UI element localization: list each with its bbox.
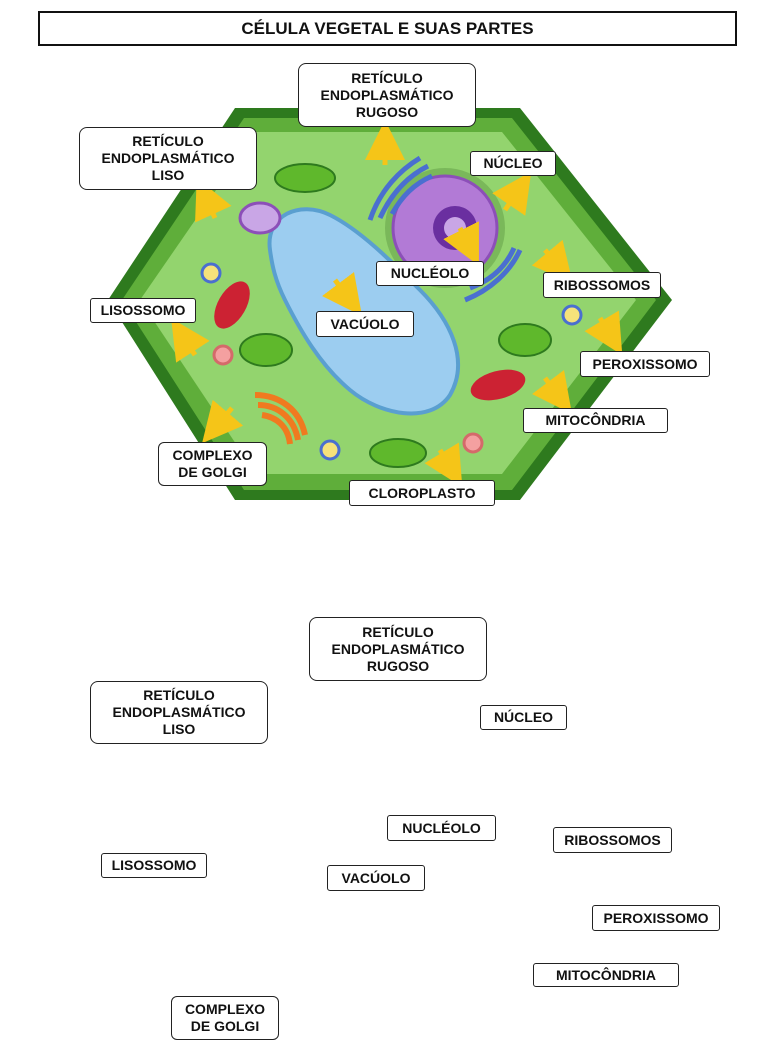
- lysosome-shape: [212, 344, 234, 366]
- label-golgi: COMPLEXO DE GOLGI: [158, 442, 267, 486]
- cutout-label-nucleus: NÚCLEO: [480, 705, 567, 730]
- cutout-label-golgi: COMPLEXO DE GOLGI: [171, 996, 279, 1040]
- label-smooth-er: RETÍCULO ENDOPLASMÁTICO LISO: [79, 127, 257, 190]
- label-vacuole: VACÚOLO: [316, 311, 414, 337]
- page-title: CÉLULA VEGETAL E SUAS PARTES: [38, 11, 737, 46]
- cutout-label-mitochondria: MITOCÔNDRIA: [533, 963, 679, 987]
- label-lysosome: LISOSSOMO: [90, 298, 196, 323]
- label-chloroplast: CLOROPLASTO: [349, 480, 495, 506]
- label-rough-er: RETÍCULO ENDOPLASMÁTICO RUGOSO: [298, 63, 476, 127]
- mitochondria-shape: [214, 281, 250, 329]
- label-nucleus: NÚCLEO: [470, 151, 556, 176]
- chloroplast-shape: [274, 163, 336, 193]
- label-nucleolus: NUCLÉOLO: [376, 261, 484, 286]
- cutout-label-lysosome: LISOSSOMO: [101, 853, 207, 878]
- cutout-label-smooth-er: RETÍCULO ENDOPLASMÁTICO LISO: [90, 681, 268, 744]
- rough-er-shape: [367, 155, 434, 221]
- cutout-label-rough-er: RETÍCULO ENDOPLASMÁTICO RUGOSO: [309, 617, 487, 681]
- pointer-arrows: [171, 120, 623, 488]
- label-mitochondria: MITOCÔNDRIA: [523, 408, 668, 433]
- cutout-label-peroxisome: PEROXISSOMO: [592, 905, 720, 931]
- smooth-er-shape: [238, 201, 282, 235]
- cutout-label-ribosomes: RIBOSSOMOS: [553, 827, 672, 853]
- label-ribosomes: RIBOSSOMOS: [543, 272, 661, 298]
- peroxisome-shape: [200, 262, 222, 284]
- label-peroxisome: PEROXISSOMO: [580, 351, 710, 377]
- cutout-label-vacuole: VACÚOLO: [327, 865, 425, 891]
- golgi-shape: [254, 392, 308, 445]
- plant-cell-illustration: [108, 108, 672, 500]
- cutout-label-nucleolus: NUCLÉOLO: [387, 815, 496, 841]
